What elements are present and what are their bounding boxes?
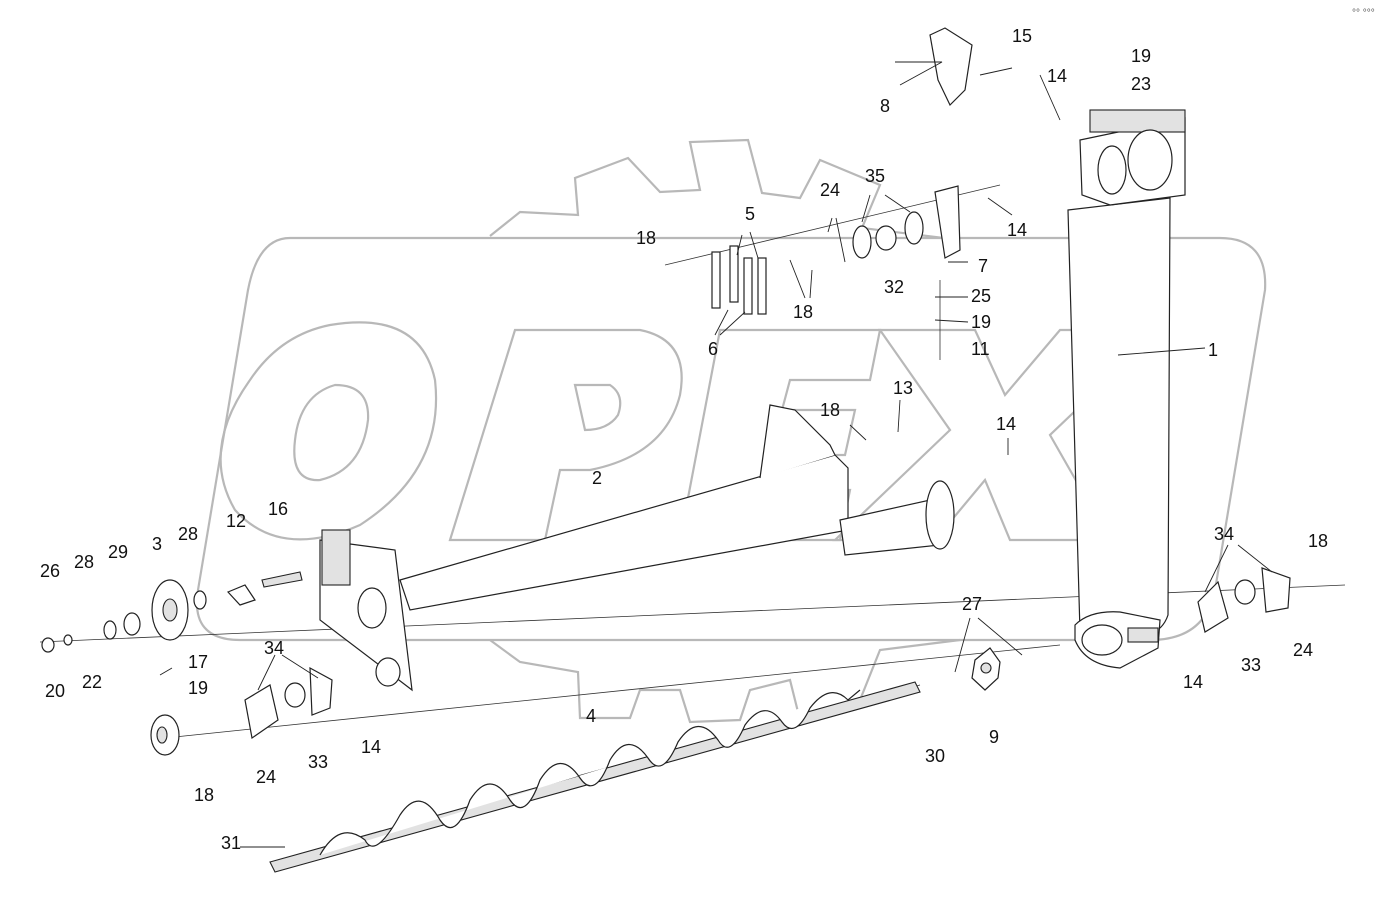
- part-1-elevator-housing: [1067, 109, 1186, 669]
- part-34-flange-right: [1197, 567, 1291, 633]
- callout-24-left: 24: [256, 767, 276, 787]
- callout-18-mid: 18: [793, 302, 813, 322]
- callout-19-mid: 19: [971, 312, 991, 332]
- callout-12: 12: [226, 511, 246, 531]
- callout-18-top: 18: [636, 228, 656, 248]
- callout-17: 17: [188, 652, 208, 672]
- callout-24-top: 24: [820, 180, 840, 200]
- callout-14-left: 14: [361, 737, 381, 757]
- part-35-flange-pair: [852, 211, 924, 259]
- callout-7: 7: [978, 256, 988, 276]
- callout-5: 5: [745, 204, 755, 224]
- watermark-letter-p: [448, 328, 683, 542]
- callout-35: 35: [865, 166, 885, 186]
- callout-14-mid: 14: [1007, 220, 1027, 240]
- watermark-letter-o: [219, 321, 438, 541]
- callout-25: 25: [971, 286, 991, 306]
- callout-6: 6: [708, 339, 718, 359]
- left-hardware: [41, 571, 303, 653]
- part-4-auger-screw: [269, 681, 921, 873]
- callout-2: 2: [592, 468, 602, 488]
- callout-16: 16: [268, 499, 288, 519]
- callout-29: 29: [108, 542, 128, 562]
- callout-30: 30: [925, 746, 945, 766]
- part-5-6-strips: [711, 245, 767, 315]
- callout-15: 15: [1012, 26, 1032, 46]
- callout-28-right: 28: [178, 524, 198, 544]
- callout-19-top: 19: [1131, 46, 1151, 66]
- callout-13: 13: [893, 378, 913, 398]
- part-9-star-wheel: [971, 647, 1001, 691]
- part-34-flange-left: [244, 666, 333, 740]
- part-7-plate: [934, 185, 961, 259]
- callout-14-tube: 14: [996, 414, 1016, 434]
- callout-11: 11: [971, 339, 990, 359]
- callout-24-right: 24: [1293, 640, 1313, 660]
- part-3-sprocket: [151, 579, 189, 641]
- part-8-bracket: [929, 27, 973, 107]
- callout-18-right: 18: [1308, 531, 1328, 551]
- callout-22: 22: [82, 672, 102, 692]
- callout-4: 4: [586, 706, 596, 726]
- callout-3: 3: [152, 534, 162, 554]
- leader-lines: [159, 61, 1273, 848]
- part-2-trough-tube: [319, 404, 955, 692]
- callout-20: 20: [45, 681, 65, 701]
- callout-32: 32: [884, 277, 904, 297]
- callout-23: 23: [1131, 74, 1151, 94]
- callout-14-top: 14: [1047, 66, 1067, 86]
- callout-1: 1: [1208, 340, 1218, 360]
- callout-31: 31: [221, 833, 241, 853]
- callout-18-tube: 18: [820, 400, 840, 420]
- callout-14-right: 14: [1183, 672, 1203, 692]
- callout-9: 9: [989, 727, 999, 747]
- small-sprocket: [150, 714, 180, 756]
- callout-28-left: 28: [74, 552, 94, 572]
- callout-34-right: 34: [1214, 524, 1234, 544]
- corner-mark: °° °°°: [1352, 8, 1375, 19]
- callout-labels: 1 2 3 4 5 6 7 8 9 11 12 13 14 14 14 14 1…: [40, 26, 1328, 853]
- callout-19-left: 19: [188, 678, 208, 698]
- callout-33-left: 33: [308, 752, 328, 772]
- callout-34-left: 34: [264, 638, 284, 658]
- callout-27: 27: [962, 594, 982, 614]
- callout-18-left: 18: [194, 785, 214, 805]
- callout-26: 26: [40, 561, 60, 581]
- callout-8: 8: [880, 96, 890, 116]
- callout-33-right: 33: [1241, 655, 1261, 675]
